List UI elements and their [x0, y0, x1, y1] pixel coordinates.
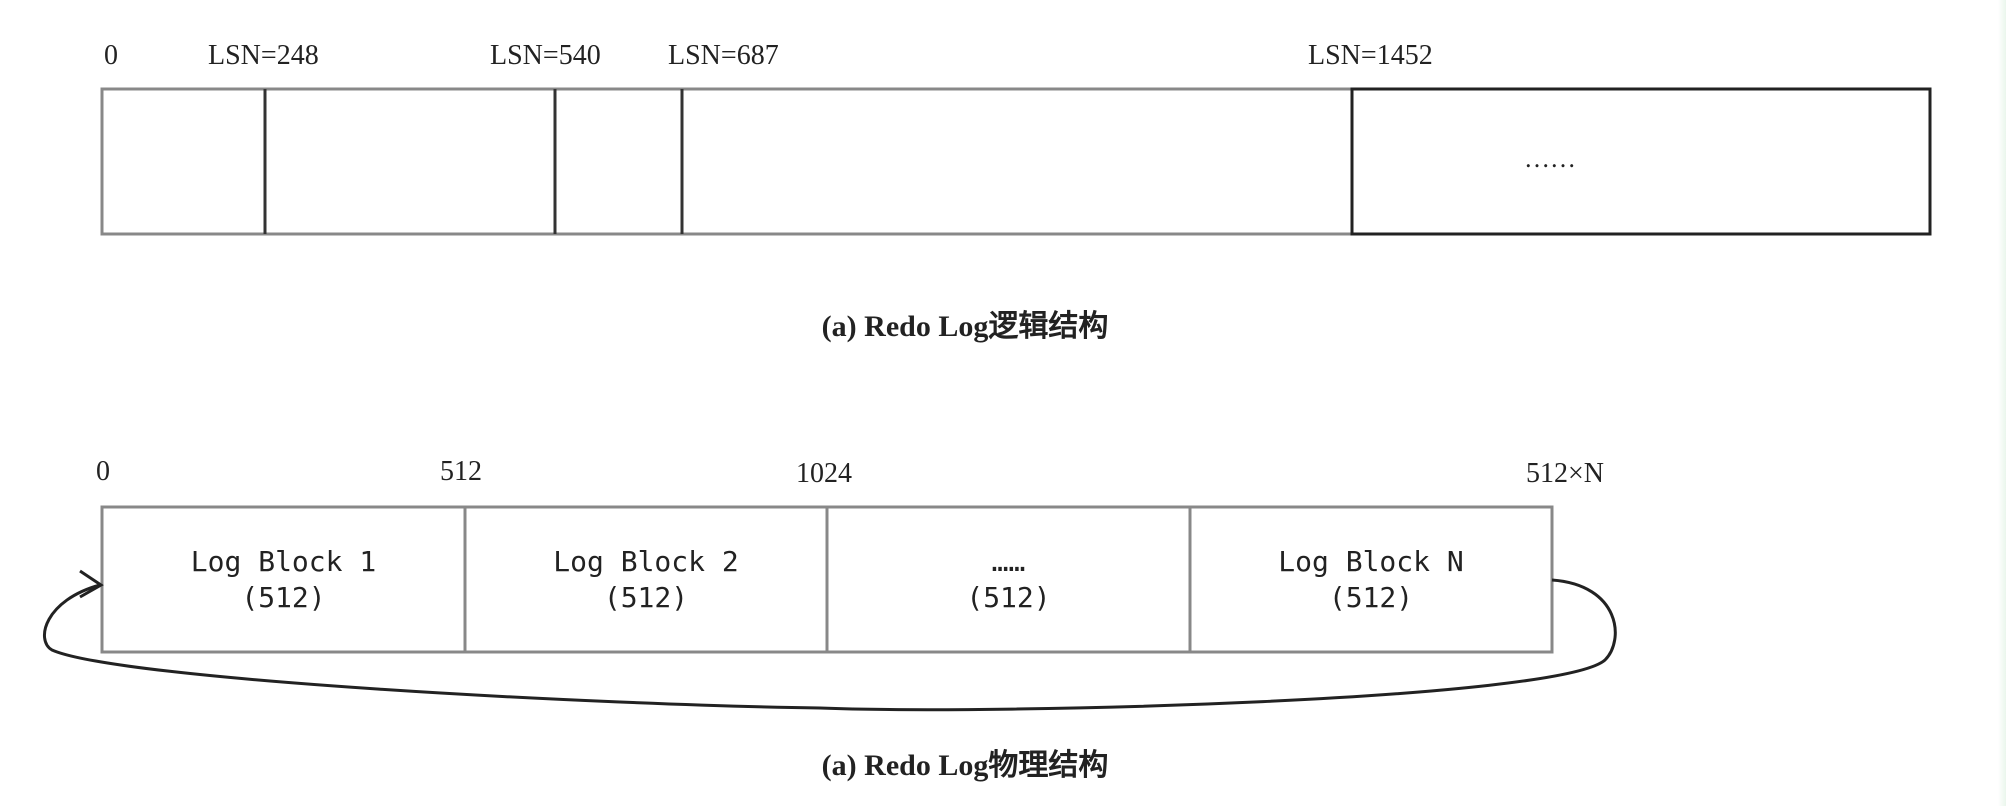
log-block-2: Log Block 2 (512)	[465, 544, 827, 616]
log-block-1: Log Block 1 (512)	[102, 544, 465, 616]
log-block-ellipsis: …… (512)	[827, 544, 1190, 616]
lsn-marker-248: LSN=248	[208, 40, 319, 71]
offset-512: 512	[440, 456, 482, 487]
block-name: Log Block 2	[553, 545, 739, 578]
arrowhead-icon	[79, 569, 104, 599]
logical-bar-outline	[100, 87, 1354, 236]
logical-structure-caption: (a) Redo Log逻辑结构	[821, 310, 1109, 343]
block-size: (512)	[966, 581, 1051, 614]
block-size: (512)	[241, 581, 326, 614]
offset-1024: 1024	[796, 458, 852, 489]
logical-tail-segment	[1350, 87, 1932, 236]
wraparound-arrow	[42, 578, 1617, 712]
log-block-n: Log Block N (512)	[1190, 544, 1552, 616]
lsn-marker-0: 0	[104, 40, 118, 71]
edge-strip	[1998, 0, 2006, 806]
logical-ellipsis: ……	[1524, 144, 1576, 173]
lsn-marker-687: LSN=687	[668, 40, 779, 71]
block-size: (512)	[1328, 581, 1414, 614]
physical-structure-caption: (a) Redo Log物理结构	[821, 749, 1109, 782]
offset-512xN: 512×N	[1526, 458, 1605, 489]
block-size: (512)	[603, 581, 689, 614]
block-name: Log Block 1	[190, 545, 377, 578]
lsn-marker-1452: LSN=1452	[1308, 40, 1433, 71]
block-name: ……	[991, 545, 1026, 578]
offset-0: 0	[96, 456, 110, 487]
lsn-marker-540: LSN=540	[490, 40, 601, 71]
block-name: Log Block N	[1278, 545, 1464, 578]
